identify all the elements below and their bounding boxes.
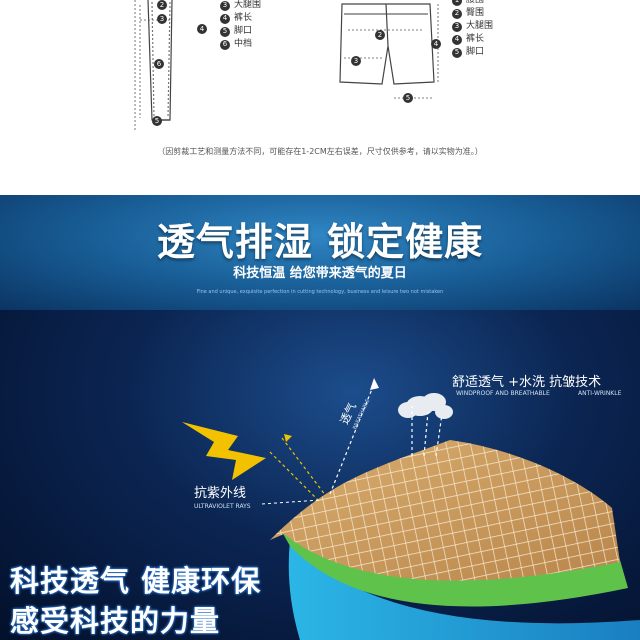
banner-english-text: Fine and unique, exquisite perfection in…	[196, 289, 444, 295]
uv-en-label: ULTRAVIOLET RAYS	[194, 503, 251, 510]
size-disclaimer: （因剪裁工艺和测量方法不同，可能存在1-2CM左右误差，尺寸仅供参考，请以实物为…	[157, 147, 483, 156]
fabric-illustration	[182, 378, 640, 640]
shorts-mark-4: 4	[431, 39, 441, 49]
fabric-tech-section: 舒适透气 +水洗 抗皱技术 WINDPROOF AND BREATHABLE A…	[0, 310, 640, 640]
slogan-line-2: 感受科技的力量	[10, 604, 221, 638]
pants-mark-2: 2	[157, 0, 167, 10]
features-en-label-1: WINDPROOF AND BREATHABLE	[456, 390, 550, 397]
uv-cn-label: 抗紫外线	[194, 486, 247, 501]
pants-mark-5: 5	[152, 116, 162, 126]
shorts-mark-5: 5	[403, 93, 413, 103]
features-cn-label: 舒适透气 +水洗 抗皱技术	[452, 375, 602, 390]
shorts-mark-2: 2	[375, 30, 385, 40]
lightning-icon	[182, 422, 266, 480]
pants-mark-6: 6	[154, 59, 164, 69]
slogan-line-1: 科技透气 健康环保	[10, 564, 262, 598]
breathable-banner: 透气排湿 锁定健康 科技恒温 给您带来透气的夏日 Fine and unique…	[0, 195, 640, 310]
banner-title: 透气排湿 锁定健康	[156, 220, 484, 264]
pants-mark-3: 3	[157, 14, 167, 24]
features-en-label-2: ANTI-WRINKLE	[578, 390, 622, 397]
pants-mark-4: 4	[197, 24, 207, 34]
shorts-diagram	[339, 3, 439, 99]
vapor-cloud-icon	[398, 393, 453, 419]
fabric-layers	[270, 440, 640, 640]
shorts-mark-3: 3	[351, 56, 361, 66]
banner-subtitle: 科技恒温 给您带来透气的夏日	[233, 266, 407, 281]
